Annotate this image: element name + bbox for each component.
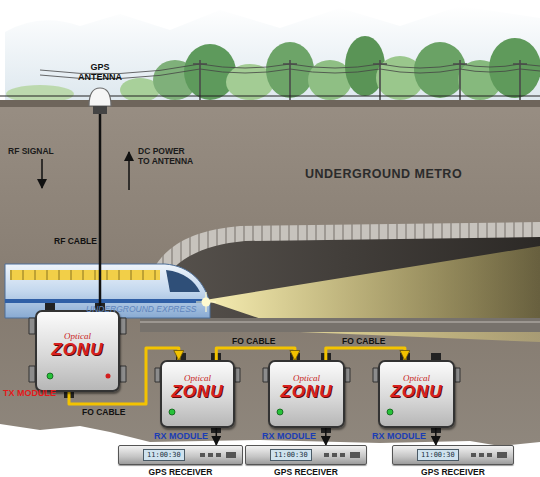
receiver-button: [324, 452, 360, 458]
cable-label: FO CABLE: [232, 336, 275, 346]
power-label: DC POWER TO ANTENNA: [138, 146, 196, 166]
logo-wordmark: ZONU: [390, 383, 442, 400]
status-led: [169, 409, 175, 415]
module-label: TX MODULE: [3, 388, 56, 398]
receiver-button: [471, 452, 507, 458]
rail: [140, 321, 540, 323]
headlight-glare: [196, 292, 216, 312]
time-display: 11:00:30: [270, 449, 312, 461]
logo-wordmark: ZONU: [171, 383, 223, 400]
antenna-label: GPS ANTENNA: [74, 62, 126, 82]
train-windows: [10, 270, 160, 280]
train-name: UNDERGROUND EXPRESS: [86, 304, 197, 314]
location-label: UNDERGROUND METRO: [305, 167, 462, 181]
fiber-cable: [326, 348, 405, 360]
receiver-label: GPS RECEIVER: [119, 467, 242, 477]
status-led: [106, 374, 111, 379]
logo-script: Optical: [293, 374, 320, 383]
tree: [184, 44, 236, 100]
logo-wordmark: ZONU: [51, 341, 103, 358]
earth: [0, 100, 540, 446]
status-led: [47, 373, 53, 379]
cable-label: FO CABLE: [82, 407, 125, 417]
cable-label: FO CABLE: [342, 336, 385, 346]
receiver-label: GPS RECEIVER: [393, 467, 513, 477]
gps-receiver: 11:00:30GPS RECEIVER: [245, 445, 367, 465]
module-label: RX MODULE: [262, 431, 316, 441]
status-led: [277, 409, 283, 415]
output-arrow: [435, 428, 437, 445]
topsoil: [0, 100, 540, 107]
gps-receiver: 11:00:30GPS RECEIVER: [392, 445, 514, 465]
power-pole: [193, 60, 527, 101]
train-body: [5, 264, 210, 318]
train-stripe: [5, 299, 210, 303]
receiver-button: [200, 452, 236, 458]
logo-script: Optical: [184, 374, 211, 383]
module-label: RX MODULE: [154, 431, 208, 441]
power-arrow: [128, 152, 130, 190]
fiber-cable: [216, 348, 295, 360]
module-label: RX MODULE: [372, 431, 426, 441]
logo-script: Optical: [64, 332, 91, 341]
train-windshield: [166, 270, 200, 292]
logo-script: Optical: [403, 374, 430, 383]
tree: [414, 42, 466, 98]
time-display: 11:00:30: [417, 449, 459, 461]
ground-line: [0, 95, 540, 96]
rx-module: OpticalZONURX MODULE: [160, 360, 235, 428]
rx-module: OpticalZONURX MODULE: [268, 360, 345, 428]
logo-wordmark: ZONU: [280, 383, 332, 400]
signal-label: RF SIGNAL: [8, 146, 54, 156]
signal-arrow: [41, 159, 43, 188]
output-arrow: [325, 428, 327, 445]
receiver-label: GPS RECEIVER: [246, 467, 366, 477]
sky: [5, 6, 540, 104]
gps-receiver: 11:00:30GPS RECEIVER: [118, 445, 243, 465]
gps-antenna: GPS ANTENNA: [74, 62, 126, 114]
tx-module: OpticalZONUTX MODULE: [35, 310, 120, 392]
track-bed: [140, 318, 540, 332]
antenna-base: [93, 106, 107, 114]
tree: [489, 38, 540, 98]
cable-label: RF CABLE: [54, 236, 97, 246]
rx-module: OpticalZONURX MODULE: [378, 360, 455, 428]
dome-shape: [89, 88, 111, 106]
output-arrow: [216, 428, 218, 445]
time-display: 11:00:30: [143, 449, 185, 461]
rf-cable: [99, 114, 102, 310]
status-led: [387, 409, 393, 415]
